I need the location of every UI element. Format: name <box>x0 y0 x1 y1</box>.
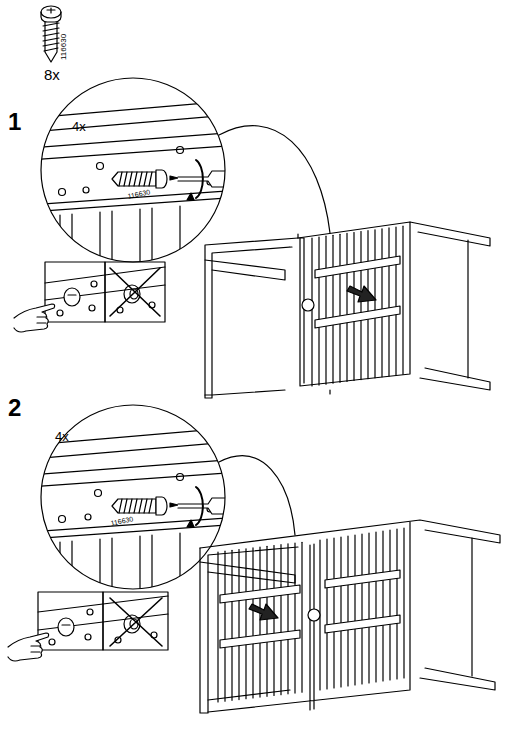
hand-icon <box>37 317 47 323</box>
slat <box>217 552 218 702</box>
slat <box>395 227 396 375</box>
table-frame <box>205 222 490 398</box>
slat <box>318 237 319 385</box>
hand-icon <box>8 633 49 661</box>
table-frame <box>200 520 500 713</box>
leader-line <box>219 456 295 535</box>
part-number: 116630 <box>60 34 68 60</box>
check-boxes <box>38 592 168 650</box>
leader-line <box>219 126 330 233</box>
hand-icon <box>31 646 41 652</box>
part-number: 116630 <box>127 188 151 200</box>
slat <box>231 550 232 700</box>
slat <box>311 238 312 386</box>
slat <box>402 226 403 374</box>
slat <box>326 539 327 689</box>
slat <box>287 544 288 694</box>
quantity: 4x <box>55 430 69 443</box>
slat <box>374 230 375 378</box>
slat <box>294 543 295 693</box>
slat <box>339 234 340 382</box>
slat <box>403 528 404 678</box>
slat <box>354 535 355 685</box>
hand-icon <box>14 304 55 332</box>
slat <box>368 533 369 683</box>
quantity: 4x <box>72 120 86 133</box>
check-boxes <box>45 262 165 322</box>
callout-circle <box>30 78 242 275</box>
slat <box>360 232 361 380</box>
slat <box>340 537 341 687</box>
slat <box>333 538 334 688</box>
slat <box>388 228 389 376</box>
slat <box>353 233 354 381</box>
slat <box>238 550 239 700</box>
slat <box>301 542 302 692</box>
quantity: 8x <box>44 67 60 82</box>
slat <box>346 233 347 381</box>
slat <box>280 545 281 695</box>
slat <box>259 547 260 697</box>
slat <box>382 531 383 681</box>
slat <box>325 236 326 384</box>
slat <box>224 551 225 701</box>
slat <box>361 534 362 684</box>
slat <box>381 229 382 377</box>
slat <box>375 532 376 682</box>
slat <box>273 545 274 695</box>
slat <box>347 536 348 686</box>
slat <box>367 231 368 379</box>
slat <box>396 529 397 679</box>
step-number: 1 <box>8 110 21 134</box>
slat <box>389 530 390 680</box>
step-number: 2 <box>8 396 21 420</box>
slat <box>245 549 246 699</box>
slat <box>332 235 333 383</box>
slat <box>252 548 253 698</box>
screw-icon <box>41 6 61 62</box>
slat <box>266 546 267 696</box>
